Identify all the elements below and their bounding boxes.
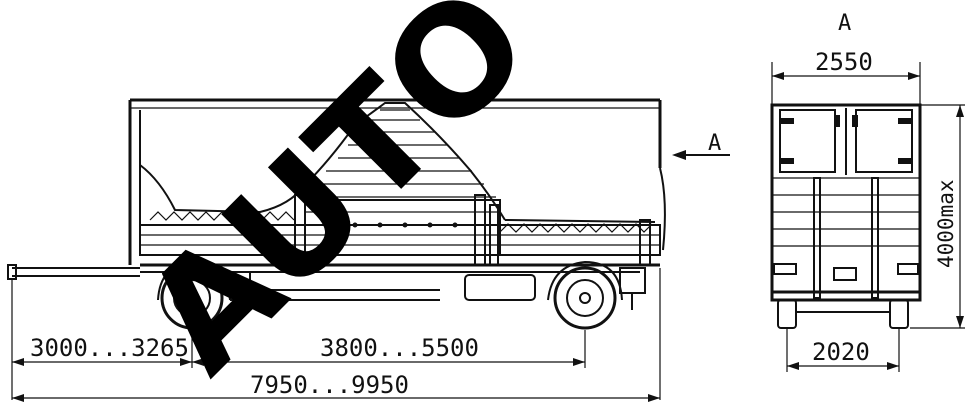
side-boards [139,199,661,256]
dim-front-to-axle-label: 3000...3265 [30,334,189,362]
rear-lamp [619,267,646,310]
rear-height-dimension [910,104,965,329]
rear-track-dimension [786,328,900,372]
center-pile [304,102,506,221]
dim-overall-length-label: 7950...9950 [250,371,409,399]
rear-track-label: 2020 [812,338,870,366]
front-wheel [157,260,231,330]
dim-wheelbase-label: 3800...5500 [320,334,479,362]
rear-body [770,103,922,302]
left-rope-zigzag [149,211,295,221]
rear-width-label: 2550 [815,48,873,76]
view-arrow-label: A [708,131,721,156]
side-dimensions [11,268,661,402]
board-bolts [327,222,458,228]
rear-height-label: 4000max [934,179,958,268]
drawbar [7,264,140,280]
rear-wheels [777,299,909,329]
tarp-body [128,98,666,265]
rear-view-title: A [838,11,851,36]
cargo-boards [305,109,496,198]
view-arrow [672,150,730,160]
rear-view: A 2550 [770,11,965,372]
side-view: 3000...3265 3800...5500 7950...9950 A [7,98,730,402]
right-curtain-edge [504,219,656,223]
rear-width-dimension [771,62,921,105]
rear-wheel [547,260,623,330]
